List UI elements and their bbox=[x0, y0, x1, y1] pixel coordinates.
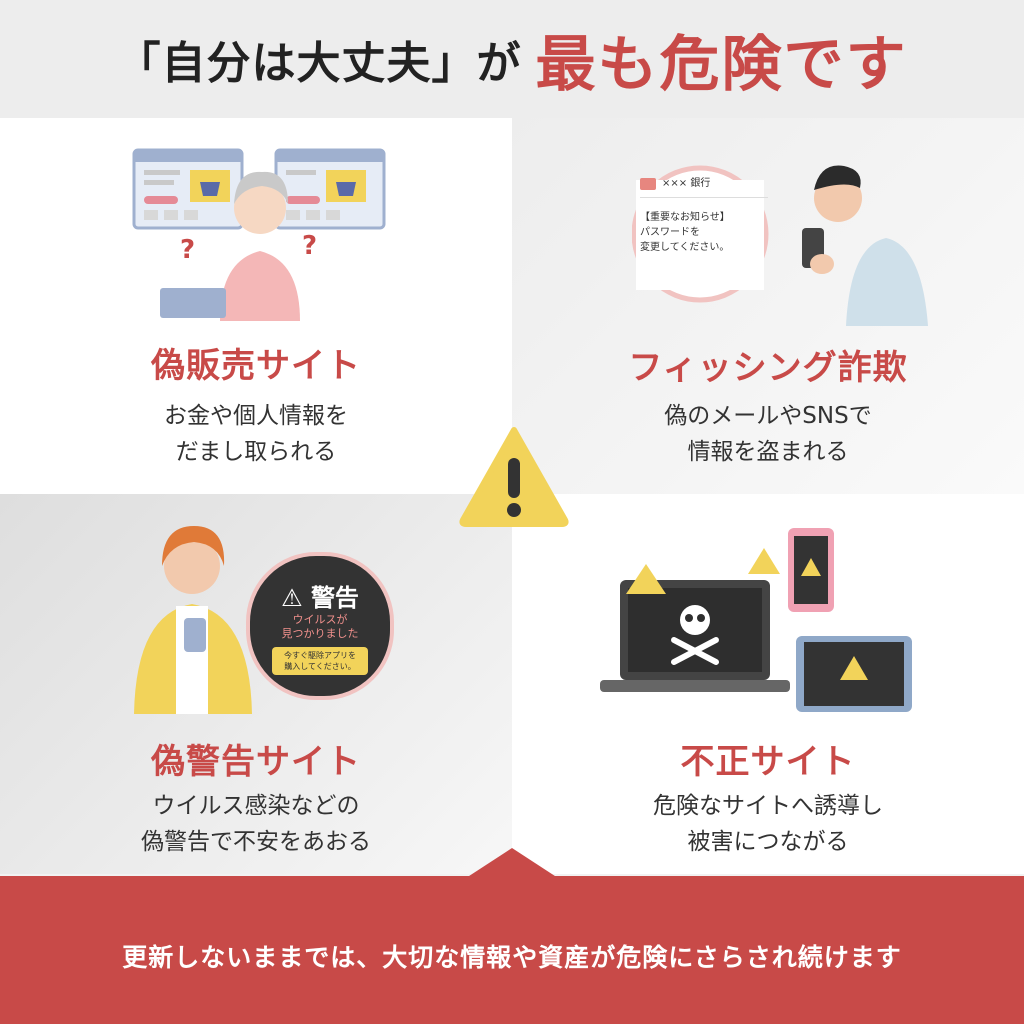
fake-warning-illustration bbox=[134, 526, 252, 714]
card-title: 不正サイト bbox=[680, 742, 856, 782]
card-desc-line1: 偽のメールやSNSで bbox=[664, 403, 872, 429]
card-title: 偽販売サイト bbox=[151, 346, 361, 386]
warning-button-line2: 購入してください。 bbox=[284, 662, 356, 671]
email-body-line2: 変更してください。 bbox=[640, 242, 730, 253]
card-desc-line1: お金や個人情報を bbox=[164, 403, 348, 429]
card-phishing: ××× 銀行 【重要なお知らせ】 パスワードを 変更してください。 フィッシング… bbox=[512, 118, 1024, 498]
phishing-email-mock: ××× 銀行 【重要なお知らせ】 パスワードを 変更してください。 bbox=[640, 176, 768, 255]
warning-line2: 見つかりました bbox=[281, 627, 359, 640]
warning-triangle-icon: ⚠ bbox=[281, 584, 303, 612]
email-body-line1: パスワードを bbox=[640, 227, 700, 238]
svg-text:?: ? bbox=[302, 231, 317, 261]
phishing-illustration bbox=[632, 165, 928, 326]
fake-shop-illustration: ? ? bbox=[132, 148, 386, 321]
bank-name: ××× 銀行 bbox=[662, 178, 711, 189]
email-subject: 【重要なお知らせ】 bbox=[640, 212, 730, 223]
envelope-icon bbox=[640, 177, 656, 190]
card-title: フィッシング詐欺 bbox=[628, 348, 908, 388]
warning-triangle-icon bbox=[459, 427, 569, 527]
card-title: 偽警告サイト bbox=[151, 742, 361, 782]
card-desc-line2: 情報を盗まれる bbox=[687, 439, 849, 465]
warning-button-line1: 今すぐ駆除アプリを bbox=[284, 651, 356, 660]
footer-notch bbox=[466, 848, 558, 878]
card-desc-line2: 被害につながる bbox=[687, 829, 849, 855]
warning-buy-button: 今すぐ駆除アプリを 購入してください。 bbox=[272, 647, 368, 675]
card-desc-line1: 危険なサイトへ誘導し bbox=[653, 793, 883, 819]
footer-banner: 更新しないままでは、大切な情報や資産が危険にさらされ続けます bbox=[0, 876, 1024, 1024]
header-title-part1: 「自分は大丈夫」が bbox=[116, 38, 522, 89]
card-fake-shop: ? ? 偽販売サイト お金や個人情報を だまし取られる bbox=[0, 118, 512, 498]
malicious-site-illustration bbox=[600, 528, 912, 712]
warning-line1: ウイルスが bbox=[292, 613, 348, 626]
card-fake-warning: ⚠ 警告 ウイルスが 見つかりました 今すぐ駆除アプリを 購入してください。 偽… bbox=[0, 494, 512, 874]
header-title-part2: 最も危険です bbox=[535, 29, 908, 100]
fake-warning-popup: ⚠ 警告 ウイルスが 見つかりました 今すぐ駆除アプリを 購入してください。 bbox=[246, 552, 394, 700]
card-desc-line1: ウイルス感染などの bbox=[152, 793, 360, 819]
footer-message: 更新しないままでは、大切な情報や資産が危険にさらされ続けます bbox=[122, 943, 902, 972]
card-desc-line2: 偽警告で不安をあおる bbox=[141, 829, 371, 855]
svg-text:?: ? bbox=[180, 235, 195, 265]
header-banner: 「自分は大丈夫」が 最も危険です bbox=[0, 0, 1024, 118]
card-malicious-site: 不正サイト 危険なサイトへ誘導し 被害につながる bbox=[512, 494, 1024, 874]
warning-heading: 警告 bbox=[310, 584, 359, 612]
card-desc-line2: だまし取られる bbox=[175, 439, 337, 465]
